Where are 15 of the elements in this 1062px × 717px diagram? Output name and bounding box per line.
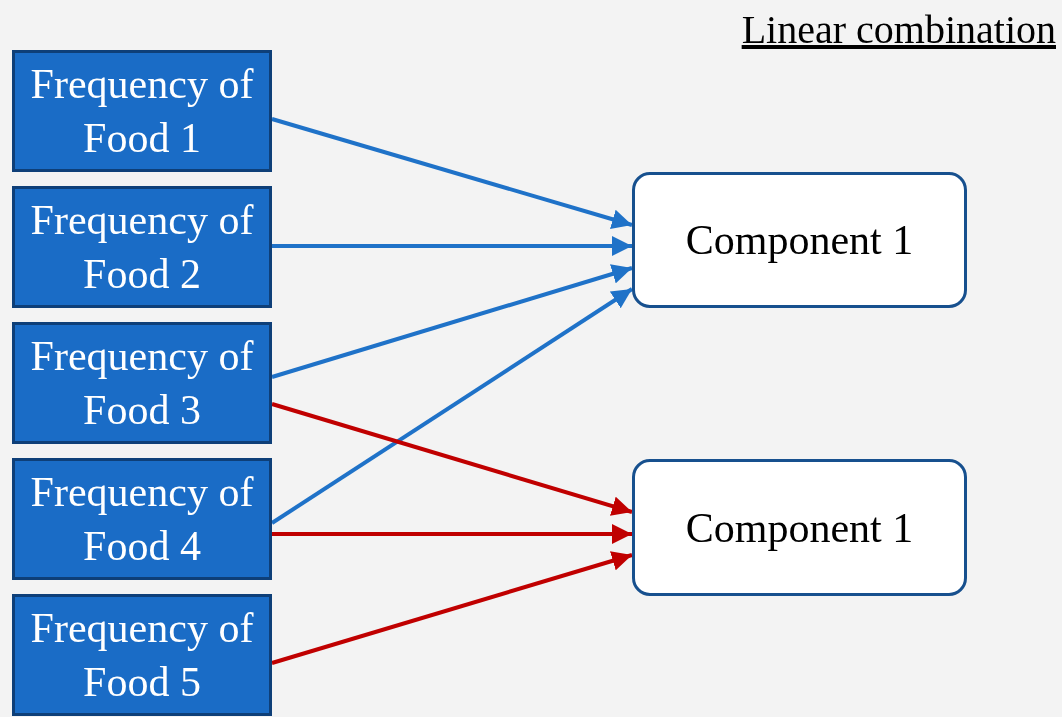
input-box: Frequency of Food 5 [12,594,272,716]
input-box: Frequency of Food 3 [12,322,272,444]
component-box: Component 1 [632,172,967,308]
arrow [272,524,632,544]
input-box: Frequency of Food 2 [12,186,272,308]
arrow [271,402,633,516]
input-box: Frequency of Food 1 [12,50,272,172]
input-box: Frequency of Food 4 [12,458,272,580]
arrow [272,236,632,256]
arrow [271,551,633,665]
heading: Linear combination [741,6,1056,53]
arrow [271,264,633,379]
component-box: Component 1 [632,459,967,596]
arrow [270,287,634,525]
arrow [271,117,633,229]
